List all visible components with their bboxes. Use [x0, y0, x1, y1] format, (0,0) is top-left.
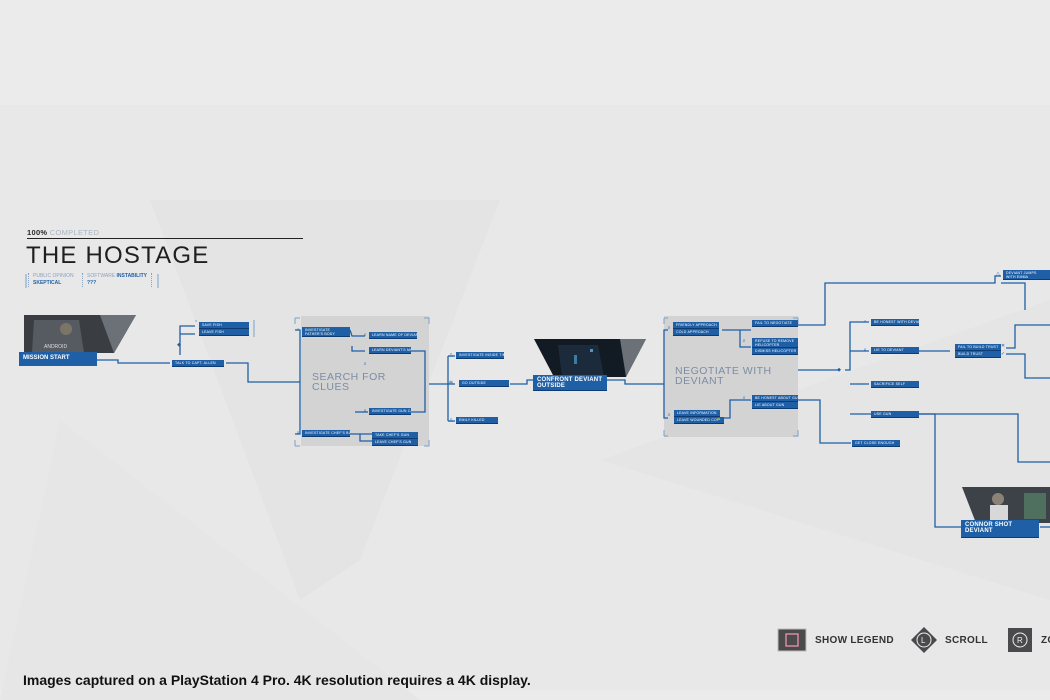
header-divider	[27, 238, 303, 239]
node-dismiss-helicopter[interactable]: DISMISS HELICOPTER	[752, 348, 798, 355]
search-icon: ⌕	[363, 332, 367, 338]
left-stick-letter: L	[921, 636, 926, 645]
warning-icon: △	[996, 271, 1000, 277]
speech-icon: ⌕	[742, 395, 746, 401]
node-honest-deviant[interactable]: BE HONEST WITH DEVIANT	[871, 319, 919, 326]
speech-icon: ⌕	[863, 347, 867, 353]
node-leave-information[interactable]: LEAVE INFORMATION	[674, 410, 720, 417]
scroll-control[interactable]: L SCROLL	[911, 627, 988, 653]
software-instability-stat: SOFTWARE INSTABILITY ???	[82, 273, 153, 287]
node-investigate-chef-body[interactable]: INVESTIGATE CHEF'S BODY	[302, 430, 350, 437]
search-icon: ⌕	[296, 430, 300, 436]
right-stick-icon: R	[1008, 628, 1032, 652]
node-leave-wounded-cop[interactable]: LEAVE WOUNDED COP	[674, 417, 724, 424]
search-icon: ⌕	[296, 327, 300, 333]
search-icon: ⌕	[363, 408, 367, 414]
scene-confront-deviant[interactable]: CONFRONT DEVIANT OUTSIDE	[533, 375, 607, 391]
node-refuse-helicopter[interactable]: REFUSE TO REMOVE HELICOPTER	[752, 338, 798, 348]
speech-icon: ⌕	[863, 319, 867, 325]
node-honest-gun[interactable]: BE HONEST ABOUT GUN	[752, 395, 798, 402]
confront-deviant-thumbnail[interactable]	[534, 339, 646, 377]
check-icon: ✕	[1000, 343, 1006, 349]
speech-icon: ⌕	[667, 325, 671, 331]
node-deviant-jumps[interactable]: DEVIANT JUMPS WITH EMMA	[1003, 270, 1050, 280]
left-stick-icon: L	[911, 627, 937, 653]
node-save-fish[interactable]: SAVE FISH	[199, 322, 249, 329]
scroll-label: SCROLL	[945, 634, 988, 646]
warning-icon: △	[449, 417, 453, 423]
node-investigate-inside[interactable]: INVESTIGATE INSIDE TIME	[456, 352, 504, 359]
node-use-gun[interactable]: USE GUN	[871, 411, 919, 418]
puzzle-icon: ◆	[177, 342, 181, 348]
connor-shot-thumbnail[interactable]	[962, 487, 1050, 523]
node-emily-killed[interactable]: EMILY KILLED	[456, 417, 498, 424]
node-fail-trust[interactable]: FAIL TO BUILD TRUST	[955, 344, 1001, 351]
warning-icon: △	[449, 352, 453, 358]
capture-disclaimer: Images captured on a PlayStation 4 Pro. …	[23, 672, 531, 688]
node-leave-fish[interactable]: LEAVE FISH	[199, 329, 249, 336]
node-learn-name[interactable]: LEARN NAME OF DEVIANT	[369, 332, 417, 339]
check-icon: ✓	[1000, 351, 1006, 357]
node-sacrifice-self[interactable]: SACRIFICE SELF	[871, 381, 919, 388]
public-opinion-stat: PUBLIC OPINION SKEPTICAL	[28, 273, 74, 287]
node-get-close[interactable]: GET CLOSE ENOUGH	[852, 440, 900, 447]
mission-start-thumbnail[interactable]: ANDROID	[24, 315, 136, 353]
node-leave-gun[interactable]: LEAVE CHEF'S GUN	[372, 439, 418, 446]
speech-icon: ⌕	[742, 338, 746, 344]
show-legend-control[interactable]: SHOW LEGEND	[777, 628, 894, 652]
warning-yellow-icon: ▲	[716, 416, 722, 422]
node-investigate-father-body[interactable]: INVESTIGATE FATHER'S BODY	[302, 327, 350, 337]
node-talk-captain[interactable]: TALK TO CAPT. ALLEN	[172, 360, 224, 367]
zoom-label: ZO	[1041, 634, 1050, 646]
right-stick-letter: R	[1017, 636, 1023, 645]
node-investigate-gun-case[interactable]: INVESTIGATE GUN CASE	[369, 408, 411, 415]
thumb-caption-android: ANDROID	[44, 344, 67, 350]
node-learn-motive[interactable]: LEARN DEVIANT'S MOTIVE	[369, 347, 411, 354]
square-button-icon	[777, 628, 807, 652]
completion-percent: 100% COMPLETED	[27, 228, 100, 237]
node-take-gun[interactable]: TAKE CHEF'S GUN	[372, 432, 418, 439]
chapter-title-negotiate: NEGOTIATE WITH DEVIANT	[675, 365, 772, 387]
path-icon: ⊕	[448, 380, 454, 386]
node-friendly-approach[interactable]: FRIENDLY APPROACH	[673, 322, 719, 329]
mission-start-node[interactable]: MISSION START	[19, 352, 97, 366]
branch-icon: ◆	[837, 367, 841, 373]
node-cold-approach[interactable]: COLD APPROACH	[673, 329, 719, 336]
search-icon: ⌕	[363, 361, 367, 367]
speech-icon: ⌕	[667, 412, 671, 418]
scene-connor-shot-deviant[interactable]: CONNOR SHOT DEVIANT	[961, 520, 1039, 538]
node-lie-gun[interactable]: LIE ABOUT GUN	[752, 402, 798, 409]
node-build-trust[interactable]: BUILD TRUST	[955, 351, 1001, 358]
node-fail-negotiate[interactable]: FAIL TO NEGOTIATE	[752, 320, 798, 327]
node-lie-deviant[interactable]: LIE TO DEVIANT	[871, 347, 919, 354]
chapter-title: THE HOSTAGE	[26, 242, 210, 269]
show-legend-label: SHOW LEGEND	[815, 634, 894, 646]
zoom-control[interactable]: R ZO	[1007, 628, 1050, 652]
node-go-outside[interactable]: GO OUTSIDE	[459, 380, 509, 387]
chapter-title-search: SEARCH FOR CLUES	[312, 371, 386, 393]
